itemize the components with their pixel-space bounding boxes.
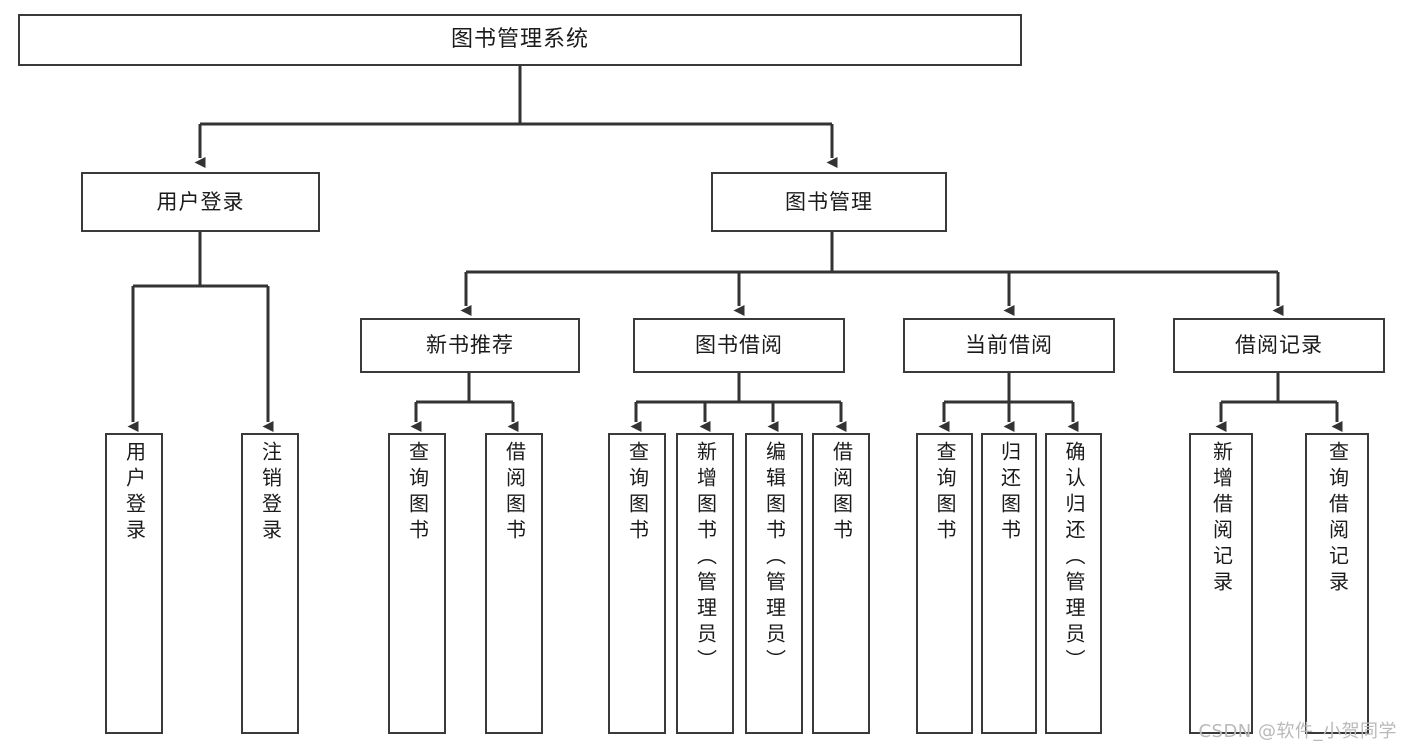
leaf-current-borrow-return-label: 归还图书 xyxy=(997,441,1022,545)
leaf-new-book-query-label: 查询图书 xyxy=(405,441,430,545)
leaf-book-borrow-add[interactable]: 新增图书（管理员） xyxy=(676,433,734,734)
node-current-borrow-label: 当前借阅 xyxy=(965,333,1053,358)
leaf-user-login-logout-label: 注销登录 xyxy=(258,441,283,545)
leaf-current-borrow-confirm[interactable]: 确认归还（管理员） xyxy=(1045,433,1102,734)
leaf-current-borrow-confirm-label: 确认归还（管理员） xyxy=(1062,441,1086,675)
leaf-book-borrow-borrow-label: 借阅图书 xyxy=(829,441,854,545)
leaf-current-borrow-return[interactable]: 归还图书 xyxy=(981,433,1037,734)
node-user-login-label: 用户登录 xyxy=(156,189,245,214)
leaf-borrow-record-add-label: 新增借阅记录 xyxy=(1209,441,1234,597)
leaf-new-book-borrow-label: 借阅图书 xyxy=(502,441,527,545)
leaf-borrow-record-query[interactable]: 查询借阅记录 xyxy=(1305,433,1369,734)
node-book-manage[interactable]: 图书管理 xyxy=(711,172,947,232)
leaf-book-borrow-add-label: 新增图书（管理员） xyxy=(693,441,718,675)
node-book-borrow-label: 图书借阅 xyxy=(695,333,783,358)
leaf-borrow-record-query-label: 查询借阅记录 xyxy=(1325,441,1350,597)
node-root[interactable]: 图书管理系统 xyxy=(18,14,1022,66)
node-root-label: 图书管理系统 xyxy=(450,27,589,53)
node-new-book-recommend[interactable]: 新书推荐 xyxy=(360,318,580,373)
leaf-user-login-login[interactable]: 用户登录 xyxy=(105,433,163,734)
leaf-borrow-record-add[interactable]: 新增借阅记录 xyxy=(1189,433,1253,734)
leaf-book-borrow-query[interactable]: 查询图书 xyxy=(608,433,666,734)
leaf-current-borrow-query-label: 查询图书 xyxy=(933,441,957,545)
leaf-book-borrow-borrow[interactable]: 借阅图书 xyxy=(812,433,870,734)
leaf-book-borrow-query-label: 查询图书 xyxy=(625,441,650,545)
leaf-book-borrow-edit-label: 编辑图书（管理员） xyxy=(762,441,787,675)
node-new-book-recommend-label: 新书推荐 xyxy=(426,333,514,358)
leaf-new-book-query[interactable]: 查询图书 xyxy=(388,433,446,734)
node-user-login[interactable]: 用户登录 xyxy=(81,172,320,232)
node-borrow-record-label: 借阅记录 xyxy=(1235,333,1323,358)
leaf-new-book-borrow[interactable]: 借阅图书 xyxy=(485,433,543,734)
node-current-borrow[interactable]: 当前借阅 xyxy=(903,318,1115,373)
leaf-current-borrow-query[interactable]: 查询图书 xyxy=(916,433,973,734)
leaf-user-login-login-label: 用户登录 xyxy=(122,441,147,545)
node-book-borrow[interactable]: 图书借阅 xyxy=(633,318,845,373)
node-borrow-record[interactable]: 借阅记录 xyxy=(1173,318,1385,373)
node-book-manage-label: 图书管理 xyxy=(785,189,873,214)
leaf-user-login-logout[interactable]: 注销登录 xyxy=(241,433,299,734)
watermark-text: CSDN @软件_小贺同学 xyxy=(1198,721,1397,742)
leaf-book-borrow-edit[interactable]: 编辑图书（管理员） xyxy=(745,433,803,734)
